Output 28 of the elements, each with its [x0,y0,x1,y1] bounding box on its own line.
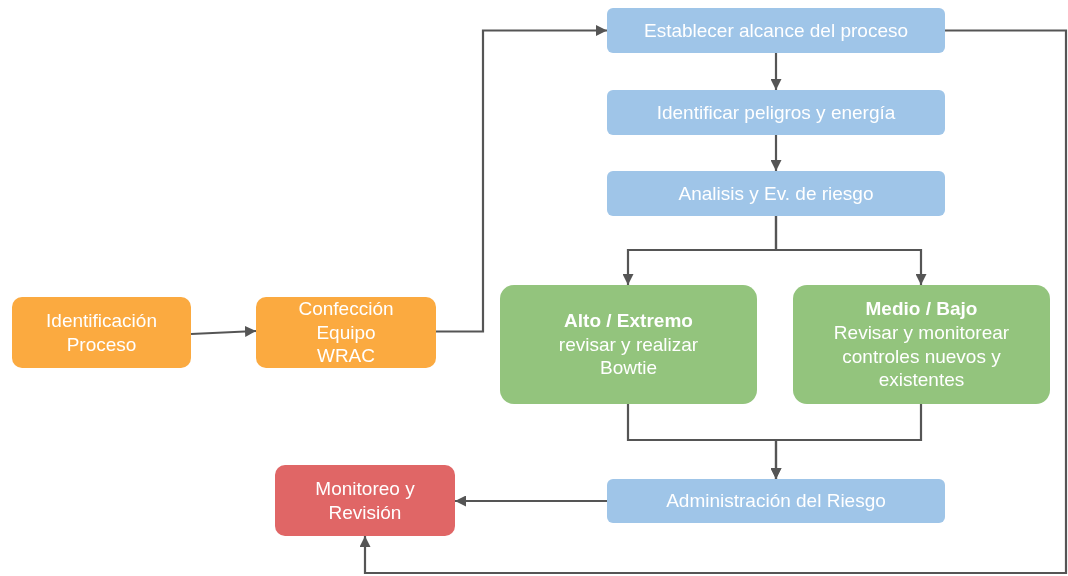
process-box [12,297,191,368]
process-box [256,297,436,368]
arrow [455,495,607,507]
arrow [190,326,257,337]
box-label: Confección Equipo WRAC [297,296,395,369]
decision-box [793,285,1050,404]
box-label: Identificar peligros y energía [656,100,896,125]
arrow [774,216,927,285]
box-heading: Alto / Extremo [564,308,693,333]
box-label: Analisis y Ev. de riesgo [678,181,874,206]
decision-box [500,285,757,404]
box-label: revisar y realizar Bowtie [557,332,700,381]
box-heading: Medio / Bajo [865,297,978,321]
box-label: Identificación Proceso [45,308,158,357]
arrow [770,135,782,171]
box-label: Establecer alcance del proceso [643,18,908,43]
box-label: Revisar y monitorear controles nuevos y existentes [832,320,1011,392]
process-box [607,8,945,53]
process-box [607,90,945,135]
process-box [275,465,455,536]
box-label: Administración del Riesgo [666,489,886,513]
process-box [607,479,945,523]
arrow [359,29,1068,575]
process-box [607,171,945,216]
box-label: Monitoreo y Revisión [314,476,416,525]
arrow [770,53,782,90]
arrow [436,25,607,333]
arrow [770,404,923,479]
